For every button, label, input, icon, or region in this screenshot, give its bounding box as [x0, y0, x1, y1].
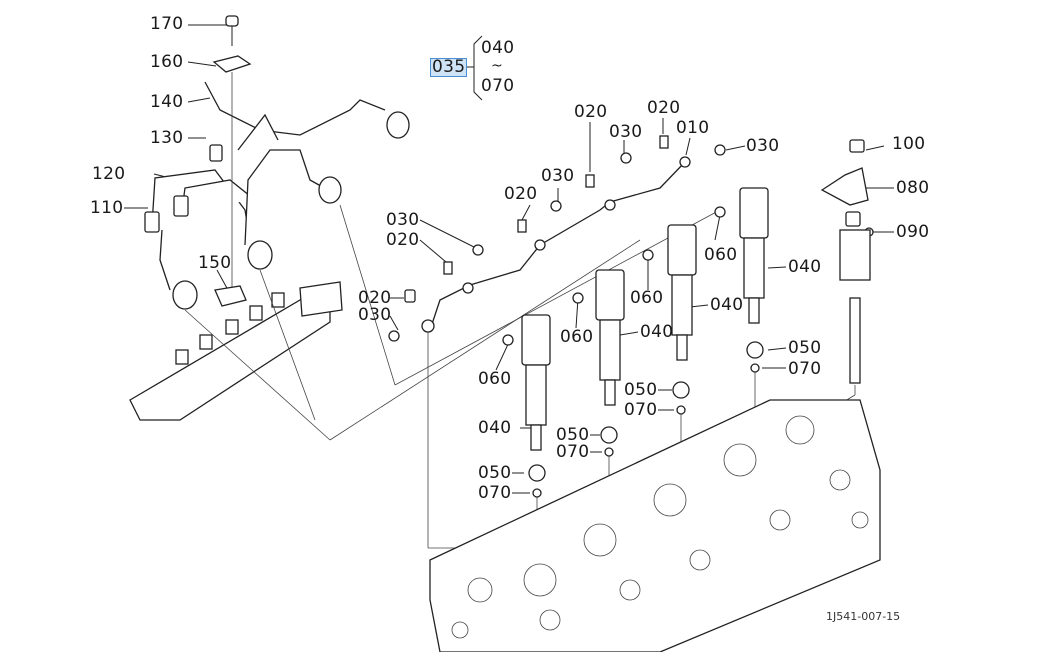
callout-010[interactable]: 010 — [676, 118, 710, 138]
callout-020[interactable]: 020 — [647, 98, 681, 118]
callout-060[interactable]: 060 — [630, 288, 664, 308]
callout-130[interactable]: 130 — [150, 128, 184, 148]
callout-110[interactable]: 110 — [90, 198, 124, 218]
callout-020[interactable]: 020 — [574, 102, 608, 122]
callout-090[interactable]: 090 — [896, 222, 930, 242]
callout-050[interactable]: 050 — [624, 380, 658, 400]
assembly-bracket — [473, 35, 483, 101]
callout-070[interactable]: 070 — [788, 359, 822, 379]
callout-050[interactable]: 050 — [556, 425, 590, 445]
cylinder-head — [429, 399, 881, 653]
callout-030[interactable]: 030 — [609, 122, 643, 142]
fittings — [388, 135, 726, 342]
callout-035-assembly[interactable]: 035 — [430, 57, 468, 77]
callout-100[interactable]: 100 — [892, 134, 926, 154]
injection-pipes — [144, 81, 410, 310]
callout-070[interactable]: 070 — [624, 400, 658, 420]
callout-030[interactable]: 030 — [541, 166, 575, 186]
assembly-range-separator: ~ — [491, 58, 504, 74]
callout-050[interactable]: 050 — [788, 338, 822, 358]
callout-160[interactable]: 160 — [150, 52, 184, 72]
callout-080[interactable]: 080 — [896, 178, 930, 198]
callout-030[interactable]: 030 — [386, 210, 420, 230]
return-pipe — [421, 156, 691, 549]
callout-020[interactable]: 020 — [386, 230, 420, 250]
assembly-range-end[interactable]: 070 — [481, 76, 515, 96]
callout-040[interactable]: 040 — [788, 257, 822, 277]
leader-lines — [124, 24, 894, 494]
bolt-and-clamp — [212, 15, 252, 290]
assembly-range-start[interactable]: 040 — [481, 38, 515, 58]
callout-150[interactable]: 150 — [198, 253, 232, 273]
callout-140[interactable]: 140 — [150, 92, 184, 112]
common-rail — [129, 204, 721, 441]
callout-060[interactable]: 060 — [704, 245, 738, 265]
callout-040[interactable]: 040 — [710, 295, 744, 315]
callout-030[interactable]: 030 — [358, 305, 392, 325]
callout-020[interactable]: 020 — [504, 184, 538, 204]
callout-040[interactable]: 040 — [640, 322, 674, 342]
callout-070[interactable]: 070 — [478, 483, 512, 503]
callout-070[interactable]: 070 — [556, 442, 590, 462]
callout-040[interactable]: 040 — [478, 418, 512, 438]
callout-170[interactable]: 170 — [150, 14, 184, 34]
diagram-code: 1J541-007-15 — [826, 610, 901, 623]
callout-030[interactable]: 030 — [746, 136, 780, 156]
callout-120[interactable]: 120 — [92, 164, 126, 184]
callout-060[interactable]: 060 — [560, 327, 594, 347]
injector-clamp — [779, 139, 874, 441]
callout-060[interactable]: 060 — [478, 369, 512, 389]
callout-020[interactable]: 020 — [358, 288, 392, 308]
callout-050[interactable]: 050 — [478, 463, 512, 483]
